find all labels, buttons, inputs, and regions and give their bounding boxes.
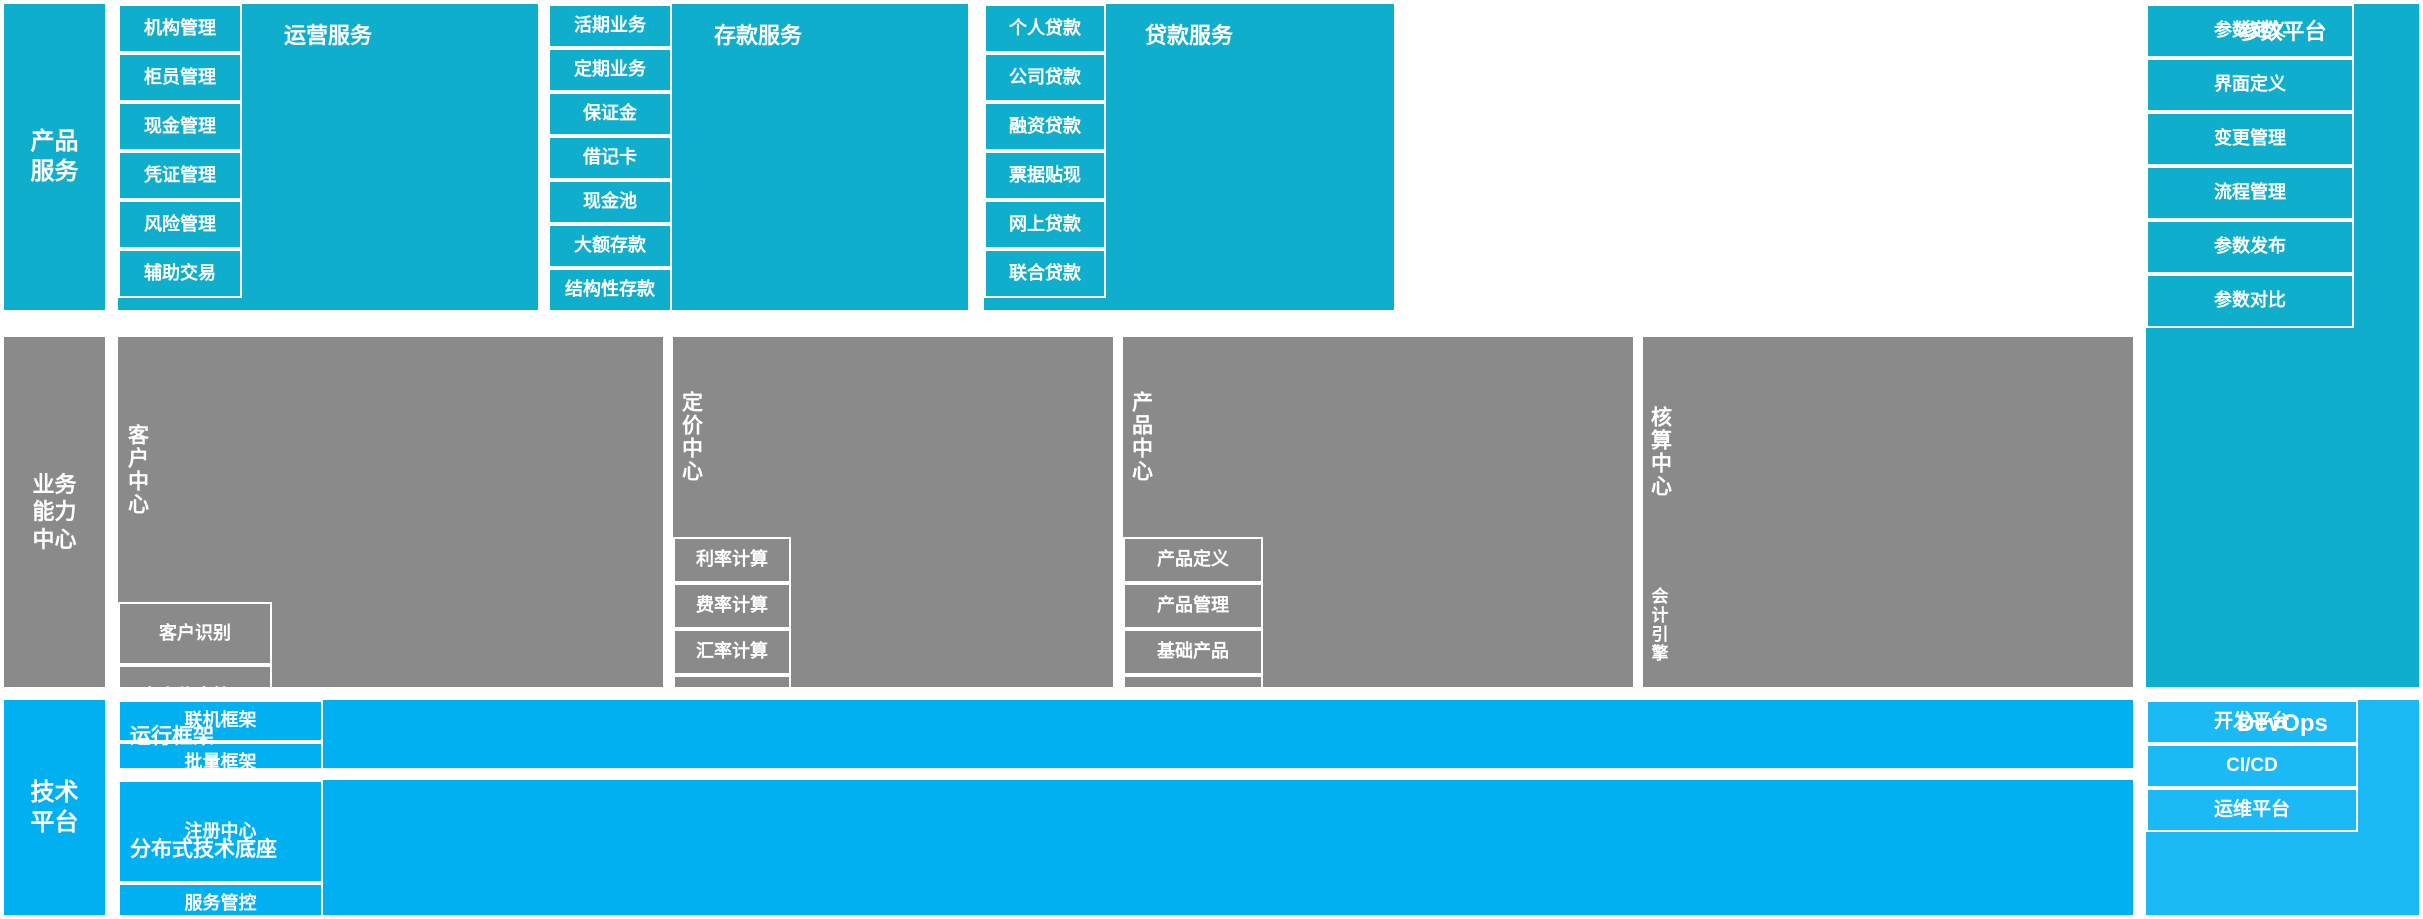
cell-devops-1[interactable]: CI/CD [2146, 744, 2358, 788]
center-label-customer: 客户中心 [125, 423, 149, 516]
cell-parameter-4[interactable]: 参数发布 [2146, 220, 2354, 274]
product-service-label-line2: 服务 [30, 158, 79, 185]
center-label-product: 产品中心 [1129, 391, 1153, 483]
cell-product-0-0[interactable]: 产品定义 [1123, 537, 1263, 583]
cell-product-0-1[interactable]: 产品管理 [1123, 583, 1263, 629]
layer-label-product-service: 产品 服务 [4, 4, 105, 310]
cell-parameter-2[interactable]: 变更管理 [2146, 112, 2354, 166]
cell-parameter-0[interactable]: 参数定义 [2146, 4, 2354, 58]
center-accounting: 核算中心 会计引擎 业务总账 核算处理 清算处理 价税分离 对账处理 损益结转 … [1643, 337, 2133, 919]
cell-loan-0-0[interactable]: 个人贷款 [984, 4, 1106, 53]
group-loan-service: 贷款服务 个人贷款 公司贷款 融资贷款 票据贴现 网上贷款 联合贷款 [984, 4, 1394, 310]
cell-loan-1-1[interactable]: 网上贷款 [984, 200, 1106, 249]
section-label-runtime-framework: 运行框架 [130, 725, 214, 748]
cell-parameter-1[interactable]: 界面定义 [2146, 58, 2354, 112]
group-operation-service: 运营服务 机构管理 柜员管理 现金管理 凭证管理 风险管理 辅助交易 [118, 4, 538, 310]
cell-deposit-1-2[interactable]: 大额存款 [548, 224, 672, 268]
center-label-accounting: 核算中心 [1648, 406, 1672, 498]
cell-parameter-3[interactable]: 流程管理 [2146, 166, 2354, 220]
section-label-distributed-foundation: 分布式技术底座 [130, 838, 277, 861]
panel-devops: DevOps 开发平台 CI/CD 运维平台 [2146, 700, 2419, 915]
cell-loan-1-0[interactable]: 票据贴现 [984, 151, 1106, 200]
cell-foundation-0-0[interactable]: 服务管控 [118, 883, 323, 919]
cell-product-1-0[interactable]: 基础产品 [1123, 629, 1263, 675]
cell-operation-0-2[interactable]: 现金管理 [118, 102, 242, 151]
cell-deposit-1-1[interactable]: 现金池 [548, 180, 672, 224]
center-label-pricing: 定价中心 [679, 391, 703, 483]
cell-registry-center[interactable]: 注册中心 [118, 780, 323, 883]
cell-deposit-1-0[interactable]: 借记卡 [548, 136, 672, 180]
layer-label-business-capability: 业务 能力 中心 [4, 337, 105, 687]
cell-loan-0-1[interactable]: 公司贷款 [984, 53, 1106, 102]
center-pricing: 定价中心 利率计算 费率计算 汇率计算 税率计算 差异化价格 个性化价格 [673, 337, 1113, 813]
group-deposit-service: 存款服务 活期业务 定期业务 保证金 借记卡 现金池 大额存款 结构性存款 账户… [548, 4, 968, 400]
technology-platform-label-line2: 平台 [30, 808, 79, 836]
panel-title-parameter-platform: 参数平台 [2238, 19, 2327, 44]
group-title-operation-service: 运营服务 [283, 23, 372, 48]
cell-deposit-0-0[interactable]: 活期业务 [548, 4, 672, 48]
cell-deposit-2-0[interactable]: 结构性存款 [548, 268, 672, 312]
cell-loan-1-2[interactable]: 联合贷款 [984, 249, 1106, 298]
cell-operation-1-2[interactable]: 辅助交易 [118, 249, 242, 298]
cell-operation-1-0[interactable]: 凭证管理 [118, 151, 242, 200]
cell-operation-0-1[interactable]: 柜员管理 [118, 53, 242, 102]
center-product: 产品中心 产品定义 产品管理 基础产品 可售产品 组合产品 产品引擎 [1123, 337, 1633, 813]
panel-title-devops: DevOps [2237, 710, 2328, 737]
section-runtime-framework: 运行框架 联机框架 批量框架 日终批处理 定时任务 技术组件 [118, 700, 2133, 910]
cell-loan-0-2[interactable]: 融资贷款 [984, 102, 1106, 151]
cell-pricing-0-1[interactable]: 费率计算 [673, 583, 791, 629]
section-distributed-foundation: 分布式技术底座 注册中心 服务管控 服务调用 批处理调度 配置管理 分布式缓存 … [118, 780, 2133, 919]
group-title-deposit-service: 存款服务 [713, 23, 802, 48]
cell-customer-0-0[interactable]: 客户识别 [118, 602, 272, 665]
panel-parameter-platform: 参数平台 参数定义 界面定义 变更管理 流程管理 参数发布 参数对比 [2146, 4, 2419, 687]
cell-deposit-0-2[interactable]: 保证金 [548, 92, 672, 136]
technology-platform-label-line1: 技术 [30, 778, 79, 806]
cell-devops-2[interactable]: 运维平台 [2146, 788, 2358, 832]
group-title-loan-service: 贷款服务 [1144, 23, 1233, 48]
cell-pricing-1-0[interactable]: 汇率计算 [673, 629, 791, 675]
cell-operation-0-0[interactable]: 机构管理 [118, 4, 242, 53]
cell-deposit-0-1[interactable]: 定期业务 [548, 48, 672, 92]
center-sublabel-accounting-engine: 会计引擎 [1648, 586, 1668, 663]
cell-devops-0[interactable]: 开发平台 [2146, 700, 2358, 744]
product-service-label-line1: 产品 [30, 128, 79, 155]
business-capability-label-line3: 中心 [32, 526, 77, 552]
cell-pricing-0-0[interactable]: 利率计算 [673, 537, 791, 583]
business-capability-label-line2: 能力 [32, 499, 77, 525]
cell-operation-1-1[interactable]: 风险管理 [118, 200, 242, 249]
business-capability-label-line1: 业务 [32, 471, 77, 497]
layer-label-technology-platform: 技术 平台 [4, 700, 105, 915]
center-customer: 客户中心 客户识别 客户信息管理 客户账户管理 客户签约管理 客户关系管理 客户… [118, 337, 663, 919]
cell-runtime-0[interactable]: 联机框架 [118, 700, 323, 742]
cell-parameter-5[interactable]: 参数对比 [2146, 274, 2354, 328]
